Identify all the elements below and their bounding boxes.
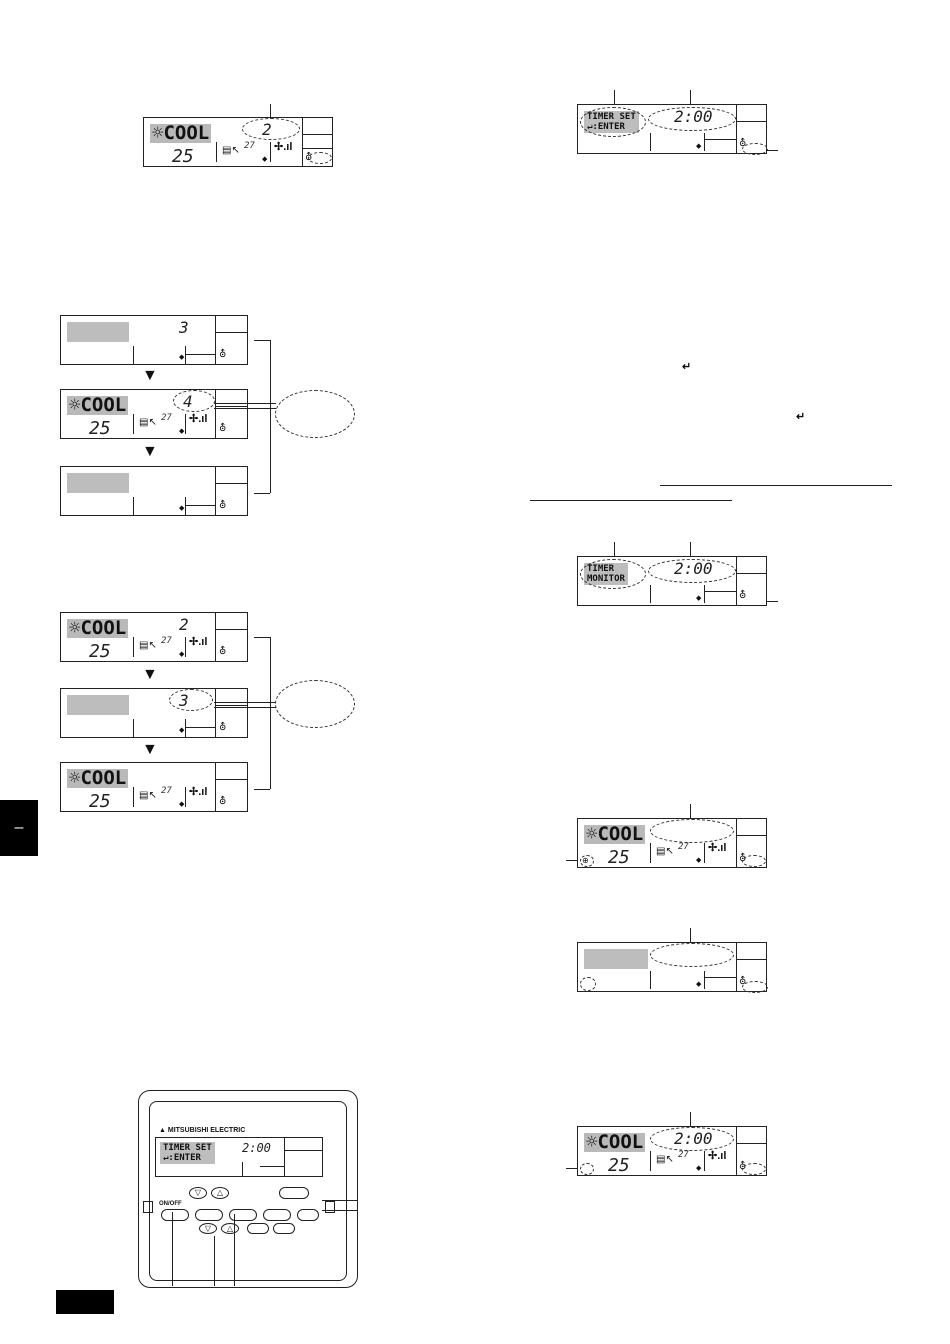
off-bar bbox=[67, 695, 129, 715]
filter-icon: ⛢ bbox=[219, 796, 227, 807]
louver-icon: ▤↖ bbox=[139, 790, 157, 801]
callout-oval bbox=[275, 390, 355, 438]
on-off-button[interactable] bbox=[279, 1187, 309, 1199]
set-temp: 25 bbox=[608, 1155, 630, 1176]
set-temp: 25 bbox=[172, 146, 194, 167]
timer-down-button[interactable]: ▽ bbox=[199, 1223, 217, 1234]
lcd-display-final: ☼COOL 25 2:00 ▤↖ 27 ✢.ıl ⛢ ◆ bbox=[577, 1126, 767, 1176]
lcd-timer-set: TIMER SET↵:ENTER 2:00 ⛢ ◆ bbox=[577, 104, 768, 155]
louver-icon: ▤↖ bbox=[222, 145, 240, 156]
lcd-seq-a-3: ⛢ ◆ bbox=[60, 466, 248, 516]
fan-speed-icon: ✢.ıl bbox=[189, 636, 208, 648]
fan-speed-icon: ✢.ıl bbox=[189, 413, 208, 425]
fan-speed-icon: ✢.ıl bbox=[708, 842, 727, 854]
group-number: 2 bbox=[179, 615, 189, 634]
room-temp: 27 bbox=[678, 1150, 689, 1160]
highlight-oval bbox=[173, 390, 215, 412]
louver-icon: ▤↖ bbox=[139, 417, 157, 428]
set-temp: 25 bbox=[89, 641, 111, 662]
extra-button-2[interactable] bbox=[273, 1223, 295, 1234]
room-temp: 27 bbox=[678, 842, 689, 852]
fan-button[interactable] bbox=[195, 1209, 223, 1221]
fan-speed-icon: ✢.ıl bbox=[708, 1150, 727, 1162]
room-temp: 27 bbox=[161, 786, 172, 796]
arrow-down: ▼ bbox=[142, 666, 158, 683]
louver-icon: ▤↖ bbox=[656, 1154, 674, 1165]
timer-menu-button[interactable] bbox=[263, 1209, 291, 1221]
room-temp: 27 bbox=[244, 141, 255, 151]
off-bar bbox=[67, 322, 129, 342]
lcd-seq-a-2: ☼COOL 25 ▤↖ 27 ✢.ıl 4 ⛢ ◆ bbox=[60, 389, 248, 439]
enter-button[interactable] bbox=[297, 1209, 319, 1221]
lcd-seq-a-1: 3 ⛢ ◆ bbox=[60, 315, 248, 365]
filter-icon: ⛢ bbox=[739, 138, 747, 149]
brand-logo: ▲ MITSUBISHI ELECTRIC bbox=[159, 1127, 246, 1134]
screen-timer-label: TIMER SET↵:ENTER bbox=[160, 1142, 215, 1164]
louver-icon: ▤↖ bbox=[139, 640, 157, 651]
enter-symbol: ↵ bbox=[796, 411, 806, 423]
fan-speed-icon: ✢.ıl bbox=[274, 141, 293, 153]
set-temp: 25 bbox=[89, 791, 111, 812]
timer-up-button[interactable]: △ bbox=[221, 1223, 239, 1234]
room-temp: 27 bbox=[161, 413, 172, 423]
mode-label: ☼COOL bbox=[67, 617, 129, 639]
filter-icon: ⛢ bbox=[219, 349, 227, 360]
mode-button[interactable] bbox=[161, 1209, 189, 1221]
mode-label: ☼COOL bbox=[67, 767, 129, 789]
filter-icon: ⛢ bbox=[219, 722, 227, 733]
lcd-seq-b-3: ☼COOL 25 ▤↖ 27 ✢.ıl ⛢ ◆ bbox=[60, 762, 248, 812]
filter-icon: ⛢ bbox=[739, 590, 747, 601]
highlight-oval bbox=[242, 118, 300, 140]
mode-label: ☼COOL bbox=[67, 394, 129, 416]
side-tab: – bbox=[0, 800, 38, 856]
arrow-down: ▼ bbox=[142, 443, 158, 460]
fan-speed-icon: ✢.ıl bbox=[189, 786, 208, 798]
extra-button-1[interactable] bbox=[247, 1223, 269, 1234]
callout-oval bbox=[275, 680, 355, 728]
highlight-oval bbox=[169, 689, 213, 711]
lcd-seq-b-1: ☼COOL 25 ▤↖ 27 ✢.ıl 2 ⛢ ◆ bbox=[60, 612, 248, 662]
filter-icon: ⛢ bbox=[739, 976, 747, 987]
filter-icon: ⛢ bbox=[219, 646, 227, 657]
temp-up-button[interactable]: △ bbox=[211, 1187, 229, 1199]
group-number: 3 bbox=[179, 318, 189, 337]
mode-label: ☼COOL bbox=[150, 122, 212, 144]
enter-symbol: ↵ bbox=[682, 361, 692, 373]
louver-icon: ▤↖ bbox=[656, 846, 674, 857]
set-temp: 25 bbox=[608, 847, 630, 868]
lcd-seq-b-2: 3 ⛢ ◆ bbox=[60, 688, 248, 738]
temp-down-button[interactable]: ▽ bbox=[189, 1187, 207, 1199]
lcd-display-top: ☼COOL 25 ▤↖ 27 ✢.ıl 2 ⛢ ◆ bbox=[143, 117, 333, 167]
page-label-box bbox=[56, 1290, 114, 1314]
off-bar bbox=[584, 949, 648, 969]
vane-button[interactable] bbox=[229, 1209, 257, 1221]
room-temp: 27 bbox=[161, 636, 172, 646]
filter-icon: ⛢ bbox=[219, 423, 227, 434]
set-temp: 25 bbox=[89, 418, 111, 439]
mode-label: ☼COOL bbox=[584, 1131, 646, 1153]
remote-screen: TIMER SET↵:ENTER 2:00 bbox=[155, 1137, 323, 1177]
arrow-down: ▼ bbox=[142, 367, 158, 384]
lcd-display-off: ⛢ ◆ bbox=[577, 942, 768, 993]
lcd-display-on: ☼COOL 25 ▤↖ 27 ✢.ıl ⊕ ⛢ ◆ bbox=[577, 818, 767, 868]
filter-icon: ⛢ bbox=[219, 500, 227, 511]
screen-time: 2:00 bbox=[242, 1141, 271, 1155]
arrow-down: ▼ bbox=[142, 741, 158, 758]
remote-controller: ▲ MITSUBISHI ELECTRIC TIMER SET↵:ENTER 2… bbox=[138, 1090, 358, 1288]
off-bar bbox=[67, 473, 129, 493]
mode-label: ☼COOL bbox=[584, 823, 646, 845]
